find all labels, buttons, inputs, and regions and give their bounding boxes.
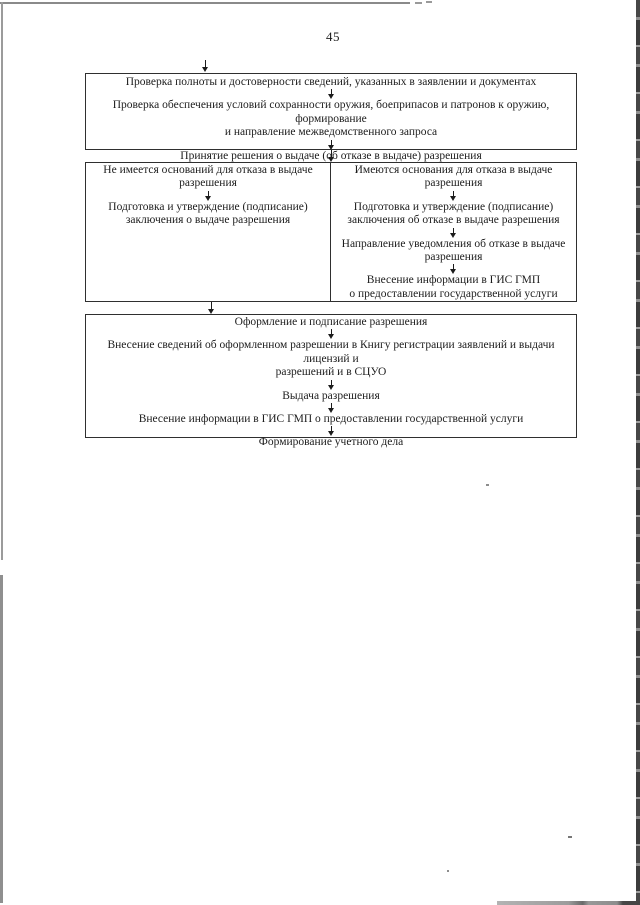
down-arrow-icon bbox=[449, 190, 458, 201]
flow-step: Формирование учетного дела bbox=[258, 436, 404, 449]
process-box-review: Проверка полноты и достоверности сведени… bbox=[85, 73, 577, 162]
scan-speck bbox=[486, 484, 489, 486]
flow-step: Внесение информации в ГИС ГМП о предоста… bbox=[349, 274, 558, 300]
decision-down-arrow-icon bbox=[327, 150, 336, 162]
flow-step: Внесение сведений об оформленном разреше… bbox=[107, 339, 555, 379]
scan-edge-top-dash bbox=[426, 1, 432, 3]
scan-edge-top-dash bbox=[415, 2, 422, 4]
down-arrow-icon bbox=[327, 426, 336, 437]
scan-edge-left bbox=[1, 2, 3, 560]
down-arrow-icon bbox=[449, 264, 458, 275]
branch-grant-cell: Не имеется оснований для отказа в выдаче… bbox=[86, 163, 331, 301]
flow-step: Проверка обеспечения условий сохранности… bbox=[112, 99, 550, 139]
down-arrow-icon bbox=[327, 403, 336, 414]
scan-speck bbox=[447, 870, 449, 872]
flow-step: Проверка полноты и достоверности сведени… bbox=[125, 76, 537, 88]
grant-flow-down-arrow-icon bbox=[207, 302, 216, 314]
flow-step: Выдача разрешения bbox=[282, 389, 380, 402]
down-arrow-icon bbox=[204, 190, 213, 201]
flow-step: Внесение информации в ГИС ГМП о предоста… bbox=[138, 413, 524, 426]
scan-edge-left bbox=[0, 575, 3, 903]
branch-refusal-cell: Имеются основания для отказа в выдаче ра… bbox=[331, 163, 576, 301]
down-arrow-icon bbox=[327, 139, 336, 150]
flow-step: Имеются основания для отказа в выдаче ра… bbox=[354, 164, 553, 190]
entry-down-arrow-icon bbox=[201, 60, 210, 72]
scan-speck bbox=[568, 836, 572, 838]
down-arrow-icon bbox=[449, 227, 458, 238]
down-arrow-icon bbox=[327, 89, 336, 100]
process-box-issuance: Оформление и подписание разрешения Внесе… bbox=[85, 314, 577, 448]
decision-branches-box: Не имеется оснований для отказа в выдаче… bbox=[85, 162, 577, 302]
page-number: 45 bbox=[326, 29, 340, 44]
down-arrow-icon bbox=[327, 379, 336, 390]
flow-step: Направление уведомления об отказе в выда… bbox=[341, 237, 566, 264]
flow-step: Подготовка и утверждение (подписание) за… bbox=[108, 200, 308, 227]
scan-edge-top bbox=[0, 2, 410, 4]
scan-edge-bottom bbox=[497, 901, 640, 905]
flow-step: Оформление и подписание разрешения bbox=[234, 316, 428, 328]
scan-edge-right bbox=[636, 0, 640, 905]
flow-step: Подготовка и утверждение (подписание) за… bbox=[347, 200, 560, 227]
flow-step: Не имеется оснований для отказа в выдаче… bbox=[103, 164, 313, 190]
down-arrow-icon bbox=[327, 329, 336, 340]
flow-step: Принятие решения о выдаче (об отказе в в… bbox=[180, 149, 482, 162]
